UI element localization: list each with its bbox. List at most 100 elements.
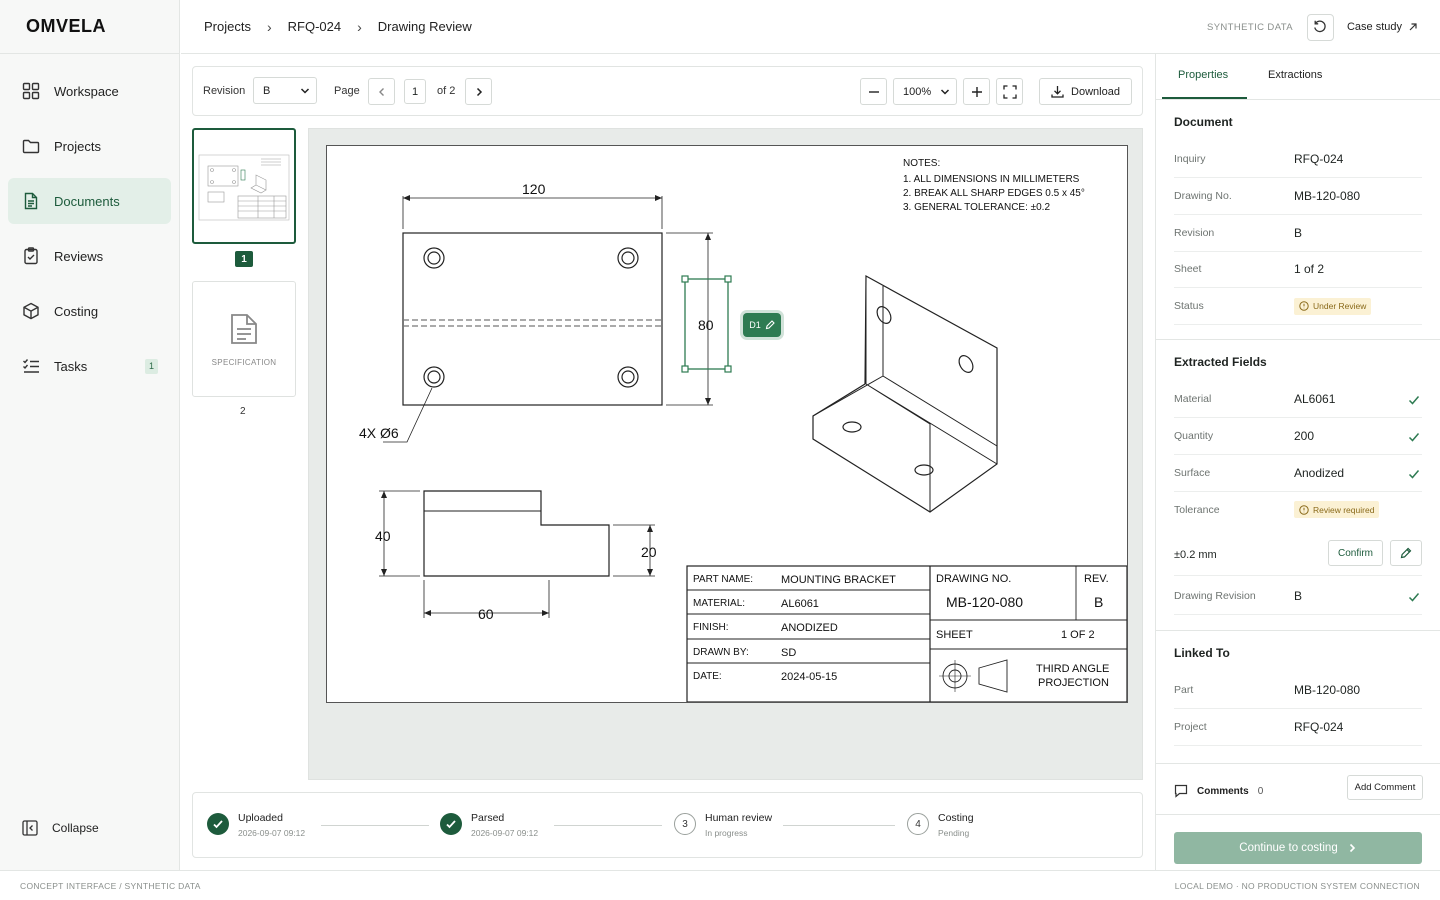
confirm-button[interactable]: Confirm [1328,540,1383,566]
list-check-icon [23,359,39,373]
hole [427,251,441,265]
tab-properties[interactable]: Properties [1178,69,1229,81]
collapse-button[interactable]: Collapse [22,820,99,836]
logo-area: OMVELA [0,0,179,54]
sidebar-item-reviews[interactable]: Reviews [8,233,171,279]
page-thumbnail-1[interactable] [192,128,296,244]
projection-crosshair [939,660,971,692]
fullscreen-icon [1002,84,1017,99]
tb-finish-label: FINISH: [693,622,729,633]
fullscreen-button[interactable] [996,78,1023,105]
hole [621,251,635,265]
extracted-row: ±0.2 mm [1174,534,1422,576]
folder-icon [22,139,40,154]
page-number-1: 1 [235,251,253,267]
chevron-down-icon [300,88,310,94]
selection-handle[interactable] [681,365,689,373]
zoom-select[interactable]: 100% [893,78,957,105]
page-number-input[interactable]: 1 [404,79,426,104]
selection-handle[interactable] [681,275,689,283]
case-study-label: Case study [1346,21,1402,33]
check-icon [440,813,462,835]
zoom-out-button[interactable] [860,78,887,105]
sidebar-item-tasks[interactable]: Tasks 1 [8,343,171,389]
header-actions: SYNTHETIC DATA Case study [1207,0,1418,54]
download-button[interactable]: Download [1039,78,1132,105]
hole [427,370,441,384]
document-section-title: Document [1174,115,1233,129]
revision-select[interactable]: B [253,77,317,104]
verified-check-icon [1408,593,1420,602]
info-circle-icon [1299,301,1309,311]
tb-drawn-by: SD [781,647,796,659]
pencil-icon [1400,547,1412,559]
case-study-link[interactable]: Case study [1347,21,1418,33]
continue-to-costing-button[interactable]: Continue to costing [1174,832,1422,864]
comments-header[interactable]: Comments 0 [1174,784,1263,798]
iso-hole [842,421,862,433]
reset-button[interactable] [1306,13,1334,41]
sidebar-item-projects[interactable]: Projects [8,123,171,169]
property-row: Revision B [1174,215,1422,252]
download-icon [1051,86,1064,98]
sidebar-item-workspace[interactable]: Workspace [8,68,171,114]
section-divider [1156,814,1440,815]
linked-value[interactable]: RFQ-024 [1294,720,1344,734]
add-comment-button[interactable]: Add Comment [1347,775,1423,800]
dim-holes-label: 4X Ø6 [359,425,399,441]
step-sub: In progress [705,828,748,838]
linked-value[interactable]: MB-120-080 [1294,683,1361,697]
tb-sheet-label: SHEET [936,629,973,641]
property-row: Drawing No. MB-120-080 [1174,178,1422,215]
hole [621,370,635,384]
extracted-row: Surface Anodized [1174,455,1422,492]
hole [617,366,639,388]
page-number-2: 2 [240,406,246,417]
zoom-in-button[interactable] [963,78,990,105]
dim-step-label: 20 [641,544,657,560]
tb-finish: ANODIZED [781,622,838,634]
page-thumbnail-2[interactable]: SPECIFICATION [192,281,296,397]
prev-page-button[interactable] [368,78,395,105]
selection-handle[interactable] [724,275,732,283]
breadcrumb-rfq[interactable]: RFQ-024 [287,19,342,34]
sidebar-item-documents[interactable]: Documents [8,178,171,224]
chevron-right-icon [476,87,482,96]
property-value: MB-120-080 [1294,189,1361,203]
next-page-button[interactable] [465,78,492,105]
sidebar-nav: Workspace Projects Documents Reviews Cos… [8,68,171,398]
step-sub: 2026-09-07 09:12 [238,828,306,838]
tb-rev-label: REV. [1084,573,1109,585]
dim-side-height-label: 40 [375,528,391,544]
synthetic-data-label: SYNTHETIC DATA [1206,21,1293,33]
chevron-right-icon: › [266,18,272,35]
dimension-tag-d1[interactable]: D1 [743,313,781,337]
comments-label: Comments [1197,785,1249,797]
logo[interactable]: OMVELA [26,16,107,36]
hole [423,247,445,269]
chevron-right-icon [1349,843,1355,853]
tb-rev: B [1094,594,1103,610]
isometric-view-edges [812,276,998,512]
linked-row: Part MB-120-080 [1174,672,1422,709]
section-divider [1156,339,1440,340]
selection-handle[interactable] [724,365,732,373]
step-title: Costing [938,812,974,824]
status-badge: Under Review [1294,297,1372,315]
drawing-viewer[interactable]: 120 80 4X Ø6 40 60 20 NOTES: 1. ALL DIME… [308,128,1143,780]
footer-right-note: LOCAL DEMO · NO PRODUCTION SYSTEM CONNEC… [1174,881,1420,891]
title-block-rows [687,589,930,664]
edit-button[interactable] [1390,540,1422,566]
step-title: Uploaded [238,812,283,824]
breadcrumb-projects[interactable]: Projects [204,19,251,34]
linked-row: Project RFQ-024 [1174,709,1422,746]
revision-value: B [263,84,271,97]
field-label: Tolerance [1174,503,1220,516]
field-label: Drawing Revision [1174,590,1256,602]
tab-extractions[interactable]: Extractions [1268,69,1323,81]
tasks-count-badge: 1 [145,358,158,374]
sidebar-item-costing[interactable]: Costing [8,288,171,334]
sidebar-item-label: Tasks [54,358,88,374]
dimension-selection-box[interactable] [684,278,729,370]
